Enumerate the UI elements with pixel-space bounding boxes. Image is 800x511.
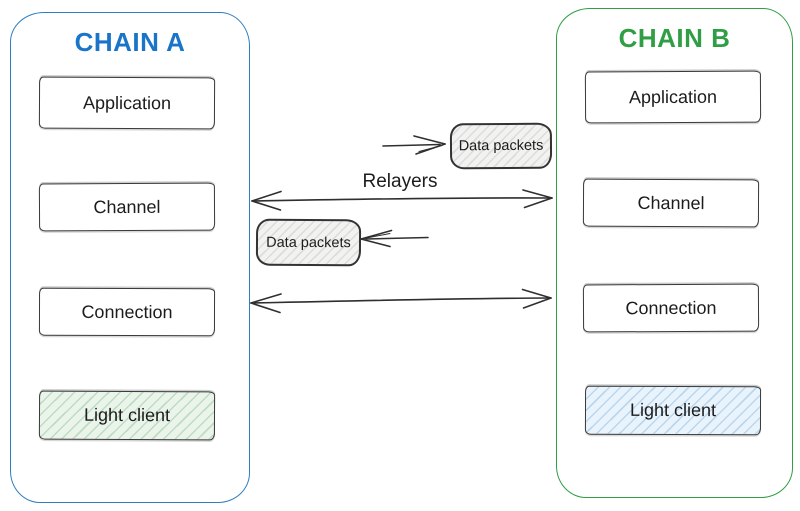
relayers-label: Relayers <box>362 171 438 192</box>
chain-b-title: CHAIN B <box>618 23 731 53</box>
chain-b-channel-box: Channel <box>582 178 760 228</box>
chain-b-application-box: Application <box>584 70 762 124</box>
chain-b-container: CHAIN B Application Channel Connection L… <box>556 8 793 498</box>
data-packets-bottom-arrow <box>360 229 429 248</box>
chain-a-application-box: Application <box>38 76 216 130</box>
data-packets-top-arrow <box>382 135 446 155</box>
data-packets-top-box: Data packets <box>449 122 553 170</box>
chain-a-channel-box: Channel <box>38 182 216 232</box>
connection-double-arrow <box>250 288 552 314</box>
data-packets-bottom-box: Data packets <box>255 218 362 267</box>
chain-a-container: CHAIN A Application Channel Connection L… <box>10 12 250 503</box>
relayers-double-arrow <box>251 189 553 211</box>
chain-a-title: CHAIN A <box>74 27 186 57</box>
chain-a-light-client-box: Light client <box>38 390 216 441</box>
chain-b-light-client-box: Light client <box>584 385 762 436</box>
chain-a-connection-box: Connection <box>38 287 216 337</box>
chain-b-connection-box: Connection <box>582 283 760 333</box>
